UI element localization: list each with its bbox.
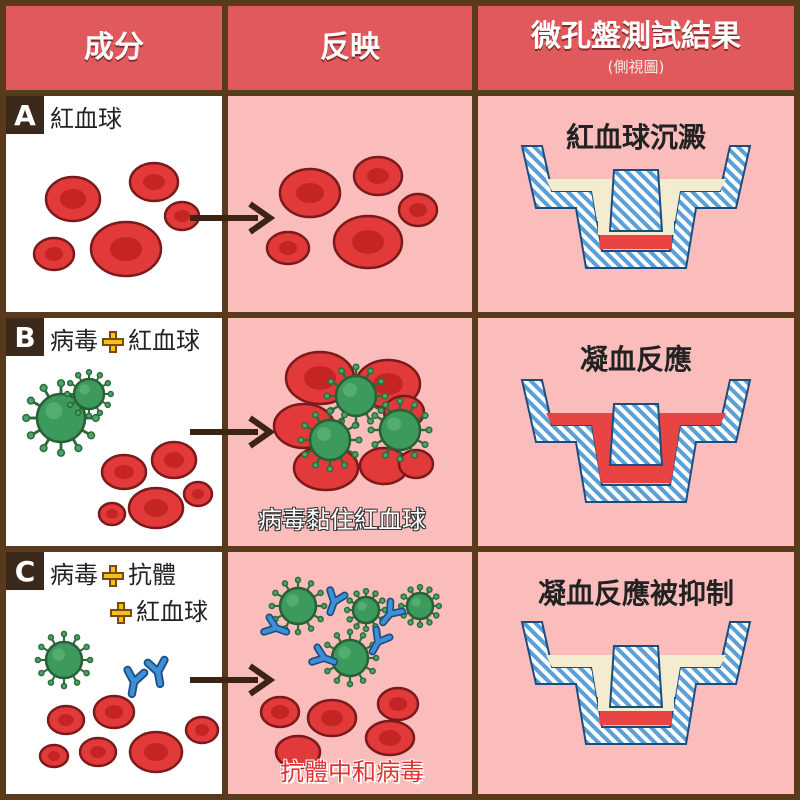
row-a-component-cell: A 紅血球 (6, 96, 222, 312)
virus-icon (64, 369, 114, 419)
antibody-icon (379, 597, 407, 627)
antibody-icon (326, 586, 349, 617)
red-blood-cell-icon (38, 694, 220, 774)
row-c-reaction-art (259, 576, 443, 770)
row-b-component-cell: B 病毒 紅血球 (6, 318, 222, 546)
row-b-reaction-caption: 病毒黏住紅血球 (258, 506, 427, 535)
row-a-component-text: 紅血球 (50, 105, 122, 133)
row-c-result-label: 凝血反應被抑制 (537, 577, 734, 610)
virus-icon (297, 407, 363, 473)
row-b-reaction-art (272, 350, 435, 492)
row-c-reaction-cell: 抗體中和病毒 (228, 552, 472, 794)
row-a-reaction-cell (228, 96, 472, 312)
virus-icon (367, 397, 433, 463)
row-c-component-cell: C 病毒 抗體 紅血球 (6, 552, 222, 794)
header-component-label: 成分 (84, 30, 144, 65)
row-c-component-text: 病毒 抗體 紅血球 (44, 552, 208, 627)
row-b-letter: B (6, 318, 44, 356)
row-a-rbc-group (32, 161, 201, 278)
row-c-letter: C (6, 552, 44, 590)
row-b-label: B 病毒 紅血球 (6, 318, 200, 356)
header-component: 成分 (6, 6, 222, 90)
row-c-component-art (34, 630, 220, 774)
virus-icon (397, 583, 443, 629)
row-a-letter: A (6, 96, 44, 134)
red-blood-cell-icon (259, 686, 420, 770)
row-a-label: A 紅血球 (6, 96, 122, 134)
row-b-virus-text: 病毒 (50, 327, 98, 355)
row-a-result-cell: 紅血球沉澱 (478, 96, 794, 312)
row-a-reaction-art (265, 155, 439, 270)
row-c-reaction-caption: 抗體中和病毒 (280, 758, 425, 787)
virus-icon (343, 587, 389, 633)
row-c-virus-text: 病毒 (50, 561, 98, 589)
row-b-component-text: 病毒 紅血球 (44, 318, 200, 356)
row-c-rbc-text: 紅血球 (136, 598, 208, 626)
antibody-icon (143, 655, 169, 689)
virus-icon (34, 630, 94, 690)
header-result: 微孔盤測試結果 (側視圖) (478, 6, 794, 90)
header-reaction: 反映 (228, 6, 472, 90)
row-b-reaction-cell: 病毒黏住紅血球 (228, 318, 472, 546)
row-c-result-cell: 凝血反應被抑制 (478, 552, 794, 794)
antibody-icon (368, 625, 394, 656)
header-result-sublabel: (側視圖) (607, 57, 665, 76)
plus-icon (102, 331, 124, 353)
row-a-result-label: 紅血球沉澱 (565, 121, 706, 154)
header-reaction-label: 反映 (320, 30, 380, 65)
red-blood-cell-icon (97, 440, 214, 530)
antibody-icon (260, 613, 291, 636)
row-b-rbc-text: 紅血球 (128, 327, 200, 355)
row-c-antibody-text: 抗體 (128, 561, 176, 589)
virus-icon (268, 576, 328, 636)
antibody-icon (308, 643, 339, 666)
plus-icon (110, 602, 132, 624)
antibody-icon (123, 665, 149, 699)
row-b-result-cell: 凝血反應 (478, 318, 794, 546)
red-blood-cell-icon (32, 161, 201, 278)
row-c-label: C 病毒 抗體 紅血球 (6, 552, 208, 627)
row-b-result-label: 凝血反應 (579, 343, 692, 376)
header-result-label: 微孔盤測試結果 (531, 18, 741, 54)
plus-icon (102, 565, 124, 587)
red-blood-cell-icon (265, 155, 439, 270)
row-b-component-art (22, 369, 214, 530)
